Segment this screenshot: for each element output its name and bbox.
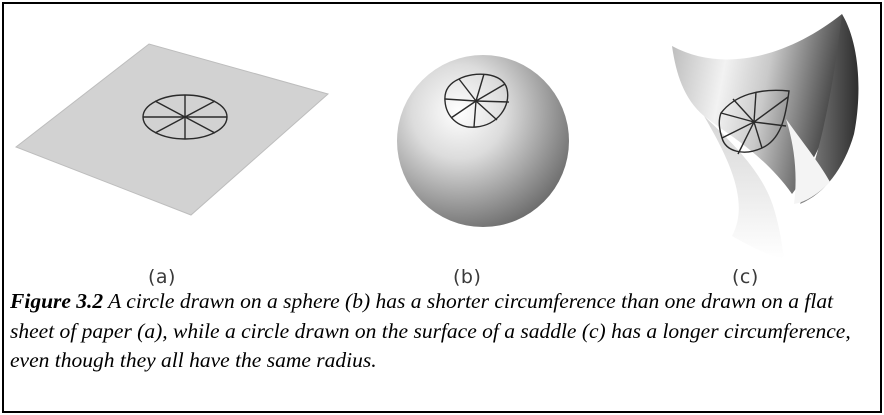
circle-on-saddle [718, 89, 790, 155]
panel-label-a: (a) [148, 266, 176, 288]
circle-on-flat-sheet [142, 94, 228, 140]
saddle-diagram [672, 14, 859, 259]
sphere-diagram [397, 55, 569, 227]
panel-label-b: (b) [453, 266, 482, 288]
figure-number: Figure 3.2 [10, 289, 104, 313]
circle-on-sphere [444, 73, 510, 128]
figure-illustration [14, 14, 859, 259]
figure-caption: Figure 3.2 A circle drawn on a sphere (b… [10, 287, 870, 376]
caption-text: A circle drawn on a sphere (b) has a sho… [10, 289, 851, 372]
flat-sheet-diagram [14, 43, 330, 216]
panel-label-c: (c) [732, 266, 759, 288]
